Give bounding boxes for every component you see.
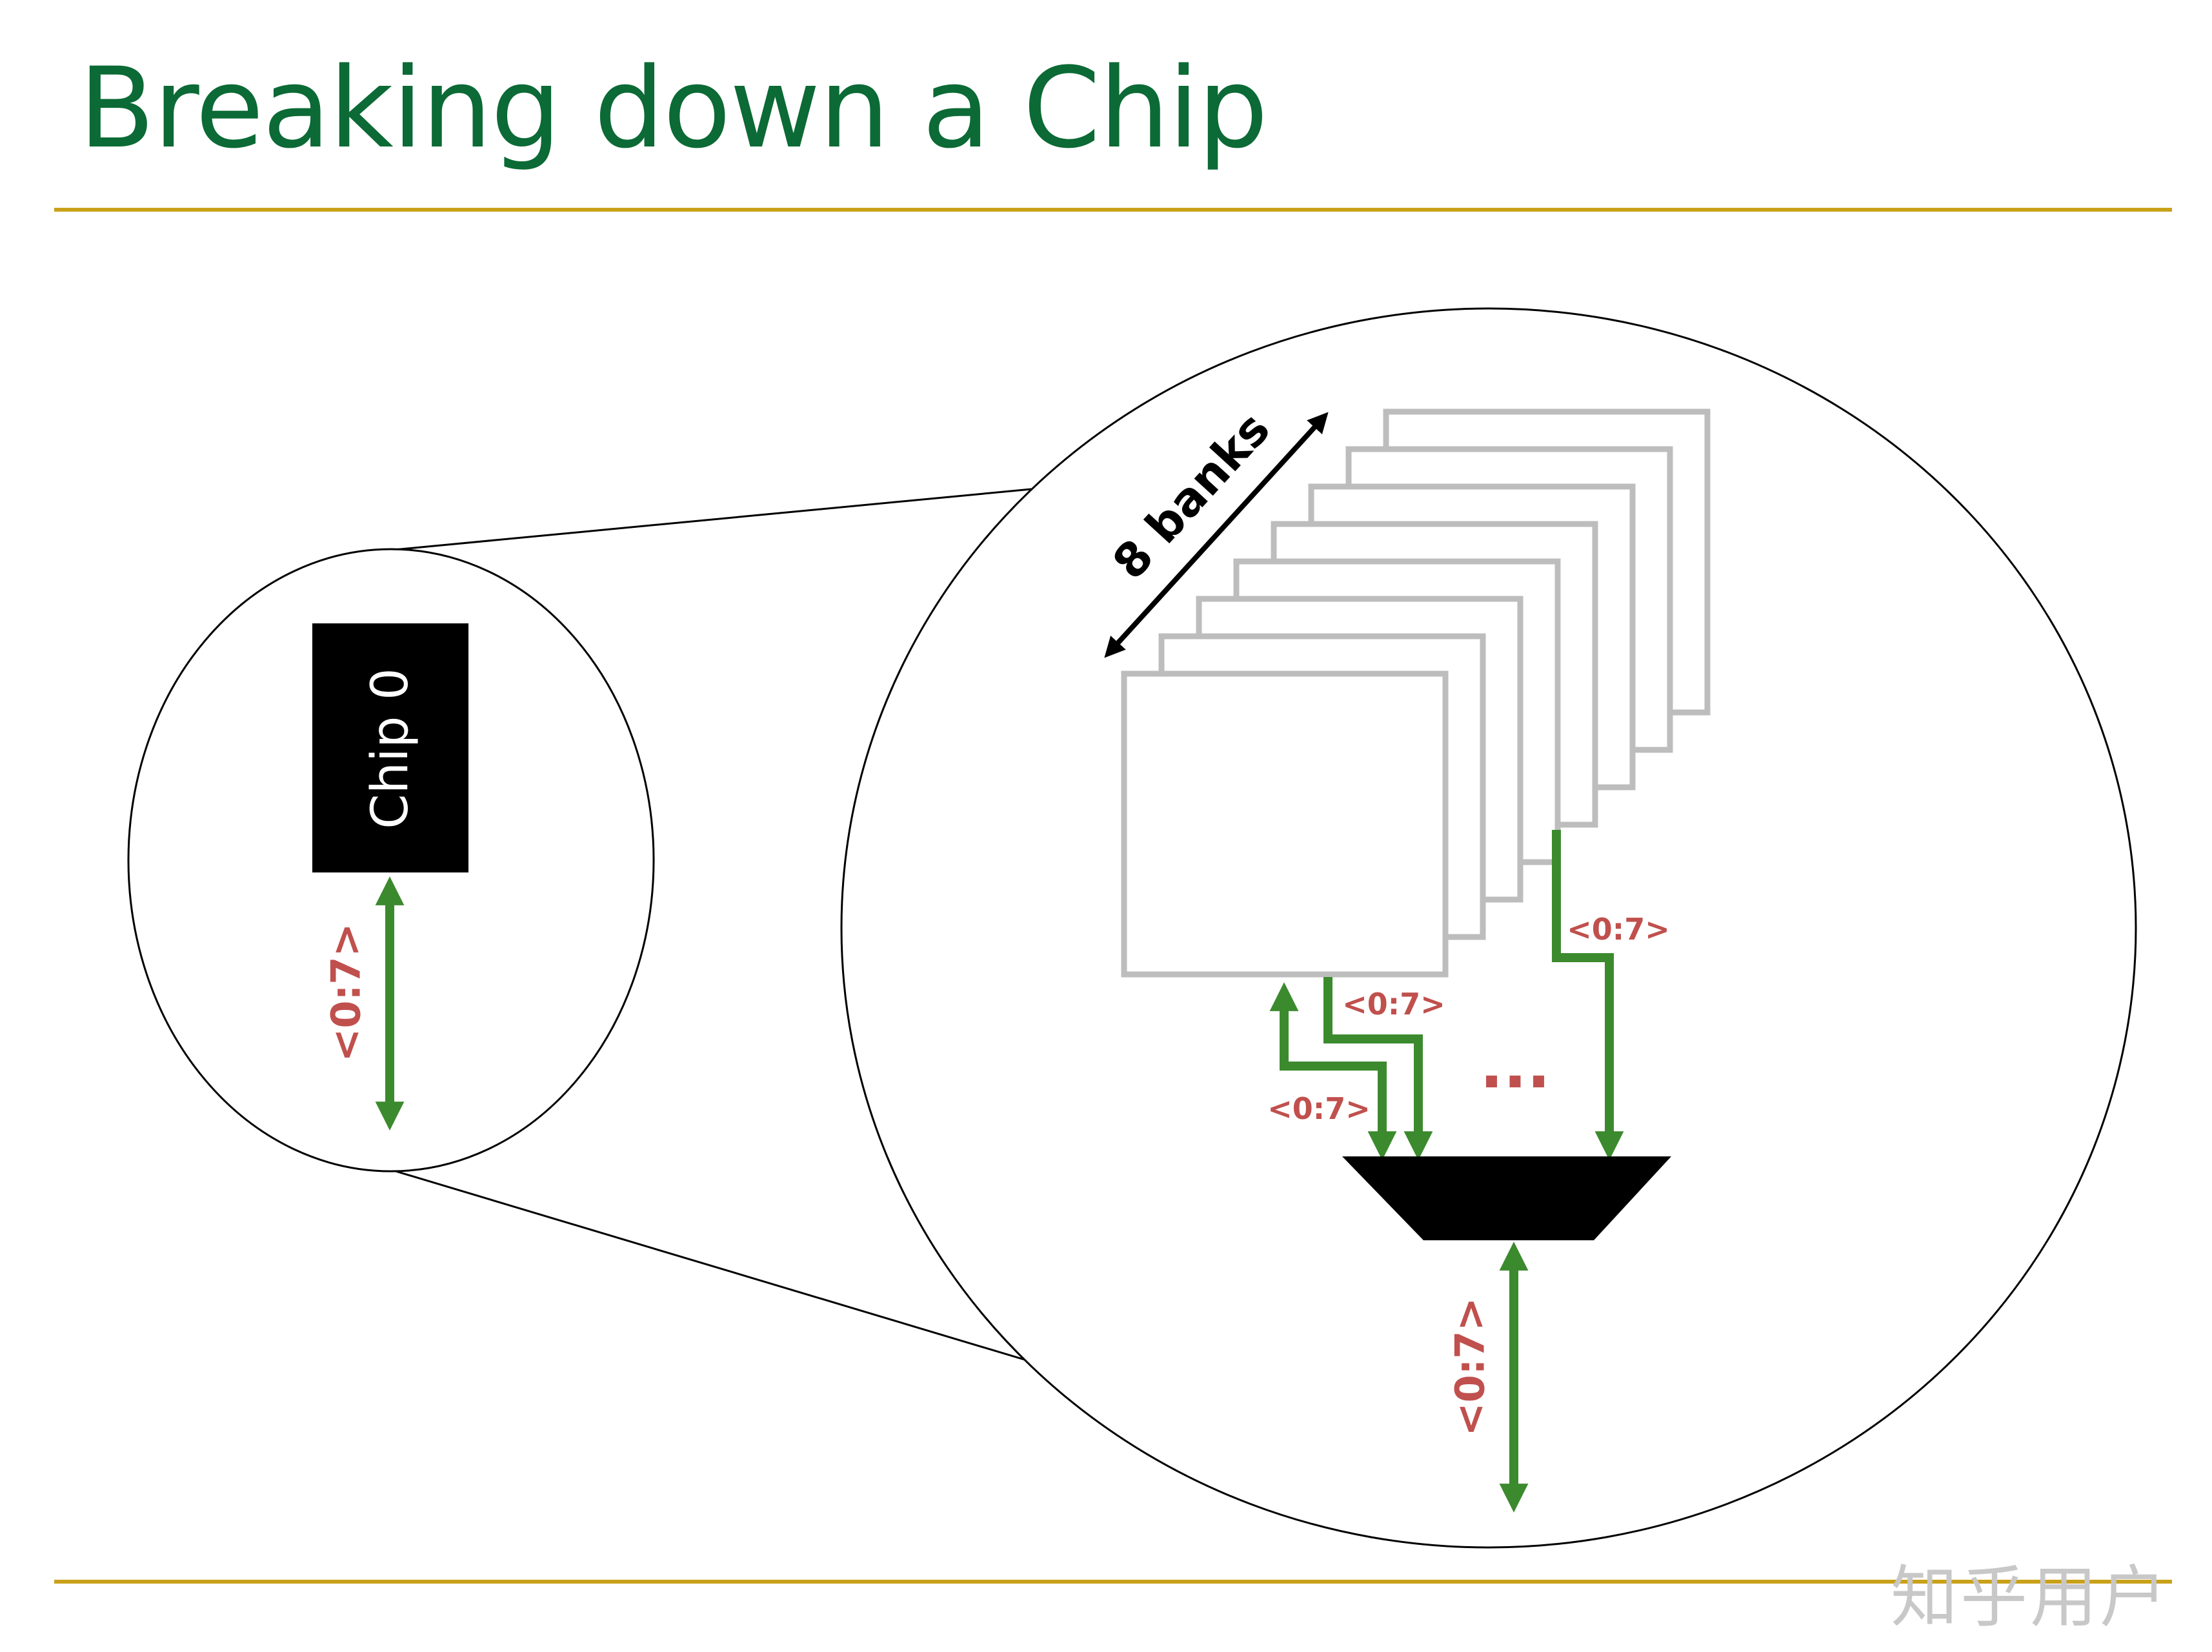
zoom-line-bottom: [393, 1169, 1032, 1363]
zoom-line-top: [393, 488, 1032, 551]
bank-bus-label-2: <0:7>: [1342, 987, 1445, 1022]
watermark: 知乎用户: [1891, 1558, 2170, 1637]
bank-bus-label-3: <0:7>: [1567, 912, 1670, 947]
bank-1: [1121, 670, 1449, 978]
bank-1-read-wire: [1269, 982, 1397, 1160]
bank-stack: [1121, 408, 1711, 978]
bank-multiplexer: [1342, 1156, 1671, 1240]
slide-title: Breaking down a Chip: [79, 43, 1268, 173]
bank-8-wire: [1552, 830, 1624, 1160]
bank-1-write-wire: [1323, 977, 1433, 1160]
more-banks-ellipsis: ...: [1480, 1030, 1550, 1102]
banks-dimension-arrow: [1104, 412, 1329, 658]
chip-0-block: [312, 623, 468, 872]
mux-output-label: <0:7>: [1447, 1298, 1494, 1436]
chip-0-label: Chip 0: [361, 668, 419, 829]
title-divider: [54, 208, 2172, 212]
chip-bus-label: <0:7>: [323, 923, 370, 1062]
bank-bus-label-1: <0:7>: [1267, 1091, 1371, 1126]
footer-divider: [54, 1580, 2172, 1584]
